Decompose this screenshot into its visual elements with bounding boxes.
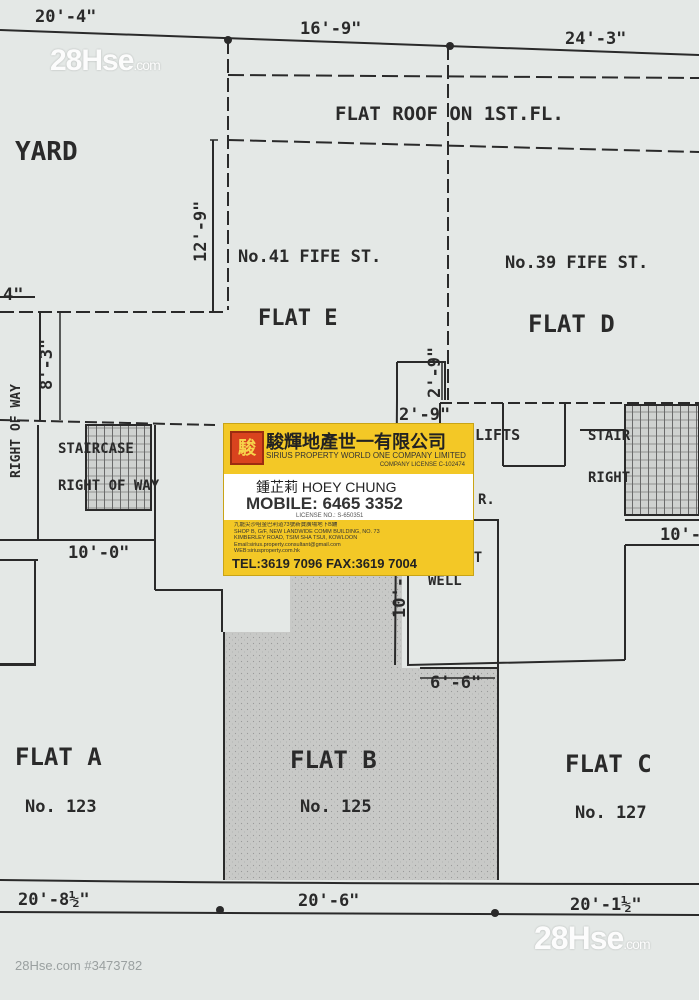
company-logo-icon: 駿 [230, 431, 264, 465]
label-no39: No.39 FIFE ST. [505, 253, 648, 273]
dim-right-small: 10'- [660, 525, 699, 545]
label-lifts: LIFTS [475, 426, 520, 444]
watermark-brand: 28Hse [534, 920, 624, 956]
address-en-2: KIMBERLEY ROAD, TSIM SHA TSUI, KOWLOON [234, 535, 358, 541]
agent-business-card: 駿 駿輝地產世一有限公司 SIRIUS PROPERTY WORLD ONE C… [223, 423, 474, 576]
dim-bottom-left: 20'-8½" [18, 890, 90, 910]
dim-left-edge: 4" [3, 285, 23, 305]
watermark-suffix: .com [623, 936, 650, 952]
watermark-logo-top: 28Hse.com [50, 44, 161, 78]
label-flat-roof: FLAT ROOF ON 1ST.FL. [335, 103, 564, 125]
card-header: 駿 駿輝地產世一有限公司 SIRIUS PROPERTY WORLD ONE C… [224, 424, 473, 474]
dim-top-left: 20'-4" [35, 7, 96, 27]
dim-lift-height: 2'-9" [425, 347, 445, 398]
address-en-1: SHOP B, G/F, NEW LANDWIDE COMM BUILDING,… [234, 528, 380, 535]
dim-vertical-flat-e: 12'-9" [191, 201, 211, 262]
company-name-zh: 駿輝地產世一有限公司 [266, 432, 446, 452]
agent-name: 鍾芷莉 HOEY CHUNG [256, 479, 397, 495]
label-stair-right: STAIR [588, 428, 631, 444]
dim-lightwell-vertical: 10'- [390, 577, 410, 618]
dim-bottom-right: 20'-1½" [570, 895, 642, 915]
address-zh: 九龍尖沙咀金巴利道73號新寶廣場地下B舖 [234, 522, 338, 528]
dim-bottom-mid: 20'-6" [298, 891, 359, 911]
label-flat-d: FLAT D [528, 310, 615, 338]
label-no123: No. 123 [25, 797, 97, 817]
dim-lightwell-width: 6'-6" [430, 673, 481, 693]
dim-stair-width: 10'-0" [68, 543, 129, 563]
label-flat-c: FLAT C [565, 750, 652, 778]
label-yard: YARD [15, 137, 78, 167]
label-lightwell-r: R. [478, 492, 495, 508]
label-staircase: STAIRCASE [58, 441, 134, 457]
label-no127: No. 127 [575, 803, 647, 823]
label-right-right: RIGHT [588, 470, 630, 486]
company-license: COMPANY LICENSE C-102474 [379, 462, 465, 468]
company-name-en: SIRIUS PROPERTY WORLD ONE COMPANY LIMITE… [266, 451, 466, 460]
dim-top-right: 24'-3" [565, 29, 626, 49]
label-flat-b: FLAT B [290, 746, 377, 774]
dim-right-of-way: 8'-3" [37, 339, 57, 390]
flat-b-shaded-area [224, 575, 498, 880]
agent-tel-fax: TEL:3619 7096 FAX:3619 7004 [232, 556, 418, 571]
watermark-brand: 28Hse [50, 44, 134, 77]
listing-id: 28Hse.com #3473782 [15, 958, 143, 973]
dim-top-mid: 16'-9" [300, 19, 361, 39]
label-no125: No. 125 [300, 797, 372, 817]
watermark-suffix: .com [133, 57, 160, 73]
agent-address: 九龍尖沙咀金巴利道73號新寶廣場地下B舖 SHOP B, G/F, NEW LA… [234, 522, 466, 555]
label-flat-e: FLAT E [258, 306, 337, 331]
agent-web: WEB:siriusproperty.com.hk [234, 548, 300, 554]
dim-lift-width: 2'-9" [399, 405, 450, 425]
label-no41: No.41 FIFE ST. [238, 247, 381, 267]
label-flat-a: FLAT A [15, 743, 102, 771]
agent-email: Email:sirius.property.consultant@gmail.c… [234, 541, 341, 548]
label-right-of-way: RIGHT OF WAY [58, 478, 160, 494]
card-agent-panel: 鍾芷莉 HOEY CHUNG MOBILE: 6465 3352 LICENSE… [224, 474, 473, 520]
watermark-logo-bottom: 28Hse.com [534, 920, 651, 957]
agent-license: LICENSE NO.: S-650351 [296, 513, 364, 519]
agent-mobile: MOBILE: 6465 3352 [246, 494, 403, 513]
label-well: WELL [428, 573, 462, 589]
label-right-of-way-vertical: RIGHT OF WAY [9, 384, 24, 478]
